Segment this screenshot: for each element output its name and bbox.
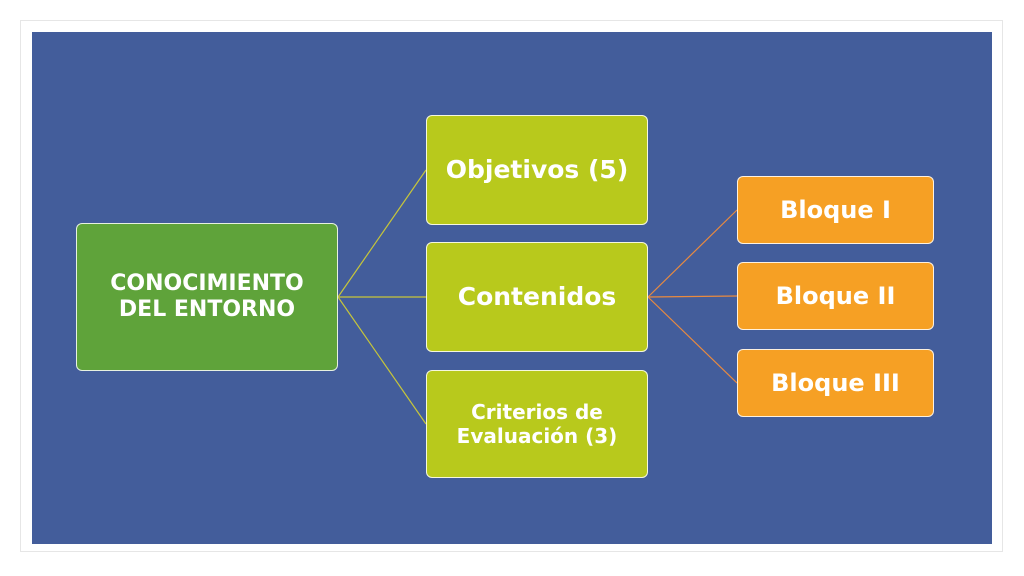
node-criterios-de-evaluacion: Criterios de Evaluación (3)	[426, 370, 648, 478]
node-label: Criterios de Evaluación (3)	[456, 400, 618, 448]
node-bloque-i: Bloque I	[737, 176, 934, 244]
node-label: Bloque II	[775, 281, 896, 310]
node-label: Bloque I	[780, 195, 891, 224]
node-objetivos: Objetivos (5)	[426, 115, 648, 225]
node-label: Contenidos	[457, 282, 617, 311]
node-label: Objetivos (5)	[445, 155, 629, 184]
node-label: CONOCIMIENTO DEL ENTORNO	[110, 270, 304, 322]
node-contenidos: Contenidos	[426, 242, 648, 352]
node-bloque-ii: Bloque II	[737, 262, 934, 330]
node-conocimiento-del-entorno: CONOCIMIENTO DEL ENTORNO	[76, 223, 338, 371]
node-bloque-iii: Bloque III	[737, 349, 934, 417]
node-label: Bloque III	[771, 368, 900, 397]
